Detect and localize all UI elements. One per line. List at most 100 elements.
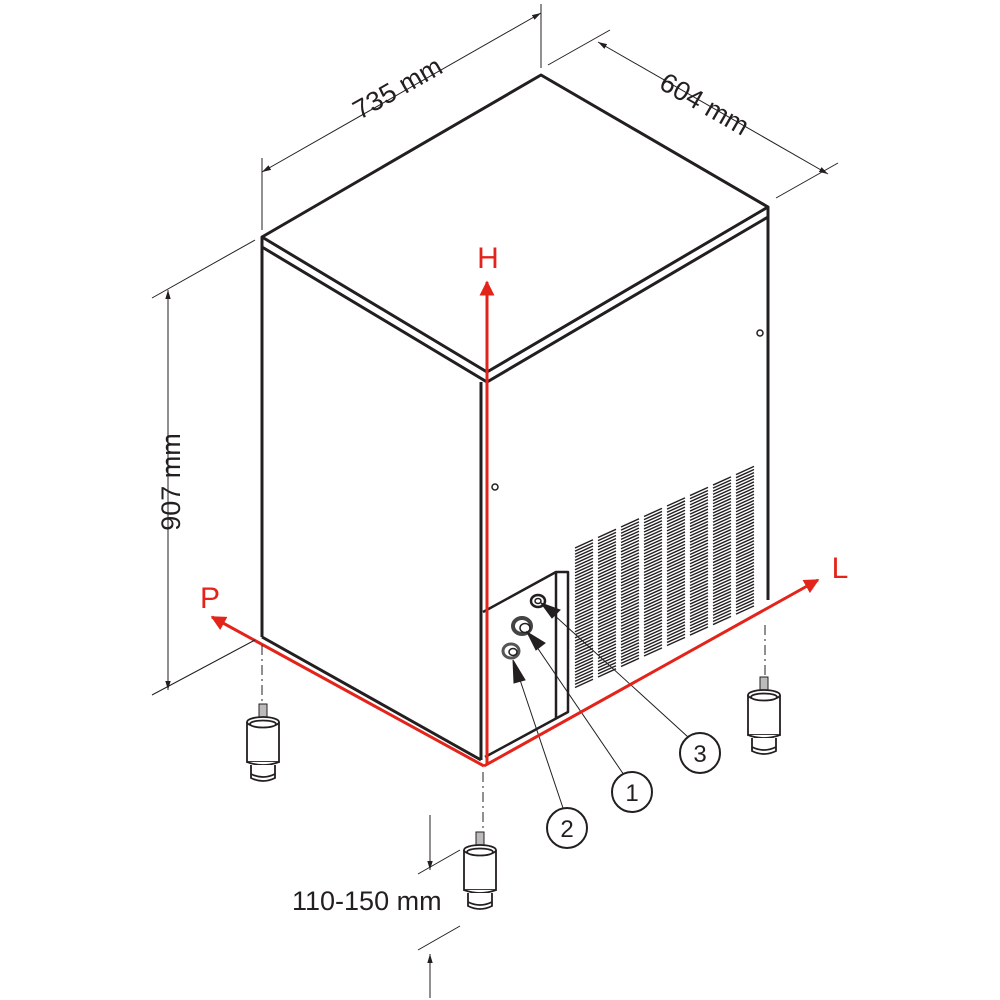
grille-slat	[597, 599, 617, 610]
grille-slat	[666, 568, 686, 578]
grille-slat	[735, 599, 755, 609]
grille-slat	[643, 507, 663, 518]
grille-slat	[574, 678, 594, 689]
grille-slat	[712, 609, 732, 620]
grille-slat	[597, 649, 617, 660]
grille-slat	[689, 533, 709, 543]
grille-slat	[689, 610, 709, 621]
grille-slat	[666, 522, 686, 532]
grille-slat	[643, 631, 663, 642]
grille-slat	[712, 575, 732, 585]
grille-slat	[735, 555, 755, 566]
grille-slat	[643, 513, 663, 524]
grille-slat	[620, 558, 640, 568]
grille-slat	[597, 643, 617, 653]
grille-slat	[712, 581, 732, 592]
grille-slat	[689, 561, 709, 571]
grille-slat	[620, 573, 640, 584]
grille-slat	[666, 537, 686, 547]
grille-slat	[574, 563, 594, 574]
grille-slat	[597, 568, 617, 579]
grille-slat	[735, 524, 755, 535]
grille-slat	[712, 556, 732, 567]
grille-slat	[574, 672, 594, 682]
axis-p-label: P	[200, 582, 220, 615]
adjustable-feet	[246, 676, 781, 910]
grille-slat	[689, 573, 709, 583]
grille-slat	[735, 527, 755, 538]
grille-slat	[712, 584, 732, 595]
grille-slat	[620, 623, 640, 634]
grille-slat	[597, 528, 617, 539]
grille-slat	[666, 525, 686, 535]
grille-slat	[735, 571, 755, 581]
grille-slat	[735, 592, 755, 603]
grille-slat	[735, 586, 755, 597]
grille-slat	[643, 554, 663, 564]
grille-slat	[620, 598, 640, 609]
grille-slat	[712, 600, 732, 610]
grille-slat	[597, 556, 617, 567]
grille-slat	[735, 471, 755, 482]
grille-slat	[735, 574, 755, 584]
grille-slat	[689, 489, 709, 500]
grille-slat	[666, 503, 686, 513]
grille-slat	[643, 520, 663, 530]
grille-slat	[712, 510, 732, 520]
grille-slat	[643, 544, 663, 555]
grille-slat	[574, 675, 594, 686]
grille-slat	[574, 576, 594, 586]
grille-slat	[712, 516, 732, 527]
grille-slat	[574, 610, 594, 620]
grille-slat	[689, 496, 709, 506]
grille-slat	[597, 572, 617, 582]
grille-slat	[574, 669, 594, 679]
grille-slat	[574, 619, 594, 630]
grille-slat	[689, 582, 709, 593]
grille-slat	[735, 583, 755, 594]
grille-slat	[643, 547, 663, 558]
grille-slat	[735, 481, 755, 491]
grille-slat	[643, 585, 663, 595]
grille-slat	[735, 484, 755, 494]
grille-slat	[643, 600, 663, 611]
grille-slat	[712, 519, 732, 530]
grille-slat	[574, 588, 594, 599]
grille-slat	[689, 592, 709, 602]
callout-1-circle	[611, 771, 653, 813]
grille-slat	[689, 613, 709, 624]
grille-slat	[643, 644, 663, 654]
grille-slat	[735, 577, 755, 587]
grille-slat	[735, 490, 755, 501]
grille-slat	[643, 569, 663, 580]
grille-slat	[643, 563, 663, 573]
axes	[210, 280, 820, 768]
grille-slat	[689, 502, 709, 512]
grille-slat	[643, 613, 663, 623]
grille-slat	[689, 536, 709, 546]
axis-l-arrow	[483, 578, 820, 768]
grille-slat	[712, 559, 732, 570]
grille-slat	[620, 645, 640, 655]
grille-slat	[666, 636, 686, 647]
grille-slat	[620, 555, 640, 565]
grille-slat	[620, 601, 640, 612]
grille-slat	[574, 545, 594, 555]
grille-slat	[574, 539, 594, 549]
grille-slat	[574, 551, 594, 562]
grille-slat	[666, 580, 686, 591]
grille-slat	[689, 542, 709, 552]
grille-slat	[643, 541, 663, 552]
grille-slat	[735, 605, 755, 615]
grille-slat	[574, 650, 594, 661]
grille-slat	[597, 652, 617, 663]
grille-slat	[666, 627, 686, 637]
grille-slat	[597, 596, 617, 607]
grille-slat	[666, 553, 686, 563]
grille-slat	[735, 493, 755, 504]
grille-slat	[620, 530, 640, 541]
grille-slat	[689, 579, 709, 590]
grille-slat	[620, 589, 640, 599]
grille-slat	[643, 622, 663, 632]
